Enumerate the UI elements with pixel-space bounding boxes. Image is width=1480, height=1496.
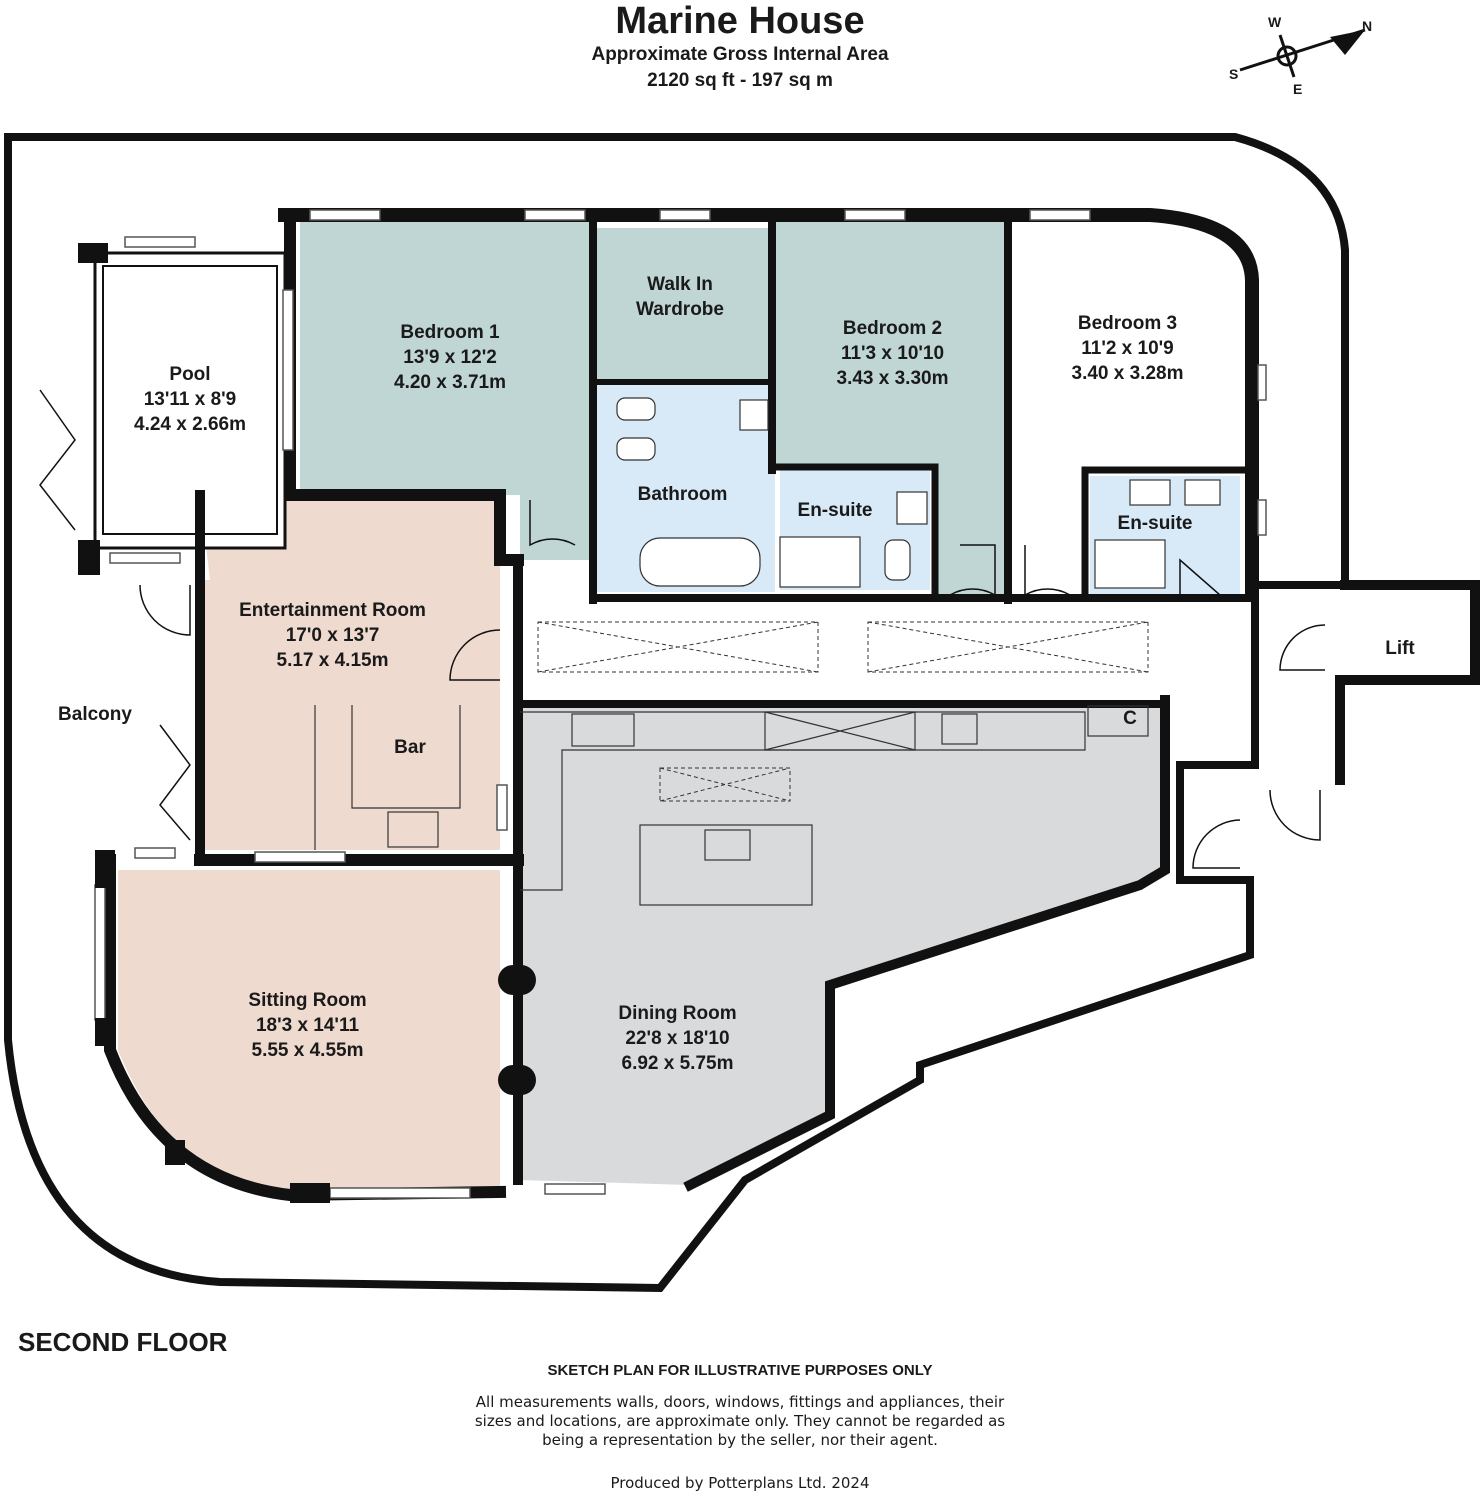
room-bedroom2-name: Bedroom 2 bbox=[842, 318, 943, 339]
room-sitting-metric: 5.55 x 4.55m bbox=[251, 1040, 364, 1061]
room-bedroom3: Bedroom 3 11'2 x 10'9 3.40 x 3.28m bbox=[1035, 311, 1220, 386]
room-pool-imperial: 13'11 x 8'9 bbox=[143, 389, 237, 410]
dining-fill bbox=[518, 708, 1165, 1185]
compass-s: S bbox=[1229, 66, 1239, 82]
room-dining-metric: 6.92 x 5.75m bbox=[621, 1053, 734, 1074]
entertainment-fill bbox=[195, 495, 500, 850]
room-entertainment-name: Entertainment Room bbox=[239, 600, 426, 621]
room-sitting: Sitting Room 18'3 x 14'11 5.55 x 4.55m bbox=[210, 988, 405, 1063]
room-wardrobe-line1: Walk In bbox=[647, 274, 713, 295]
doors bbox=[39, 389, 1326, 869]
room-bedroom3-imperial: 11'2 x 10'9 bbox=[1081, 338, 1174, 359]
room-entertainment-metric: 5.17 x 4.15m bbox=[276, 650, 389, 671]
room-pool-name: Pool bbox=[169, 364, 211, 385]
skylights bbox=[537, 621, 1149, 802]
wardrobe-fill bbox=[597, 228, 770, 385]
plan-title: Marine House bbox=[615, 0, 865, 42]
wall-piers bbox=[78, 243, 536, 1203]
kitchen bbox=[314, 705, 1149, 906]
room-bedroom1-name: Bedroom 1 bbox=[400, 322, 500, 343]
bedroom2-fill bbox=[775, 222, 1005, 600]
credit: Produced by Potterplans Ltd. 2024 bbox=[610, 1474, 870, 1492]
room-bedroom3-metric: 3.40 x 3.28m bbox=[1071, 363, 1184, 384]
room-bedroom1-metric: 4.20 x 3.71m bbox=[394, 372, 506, 393]
pool-inner bbox=[102, 265, 278, 535]
room-sitting-name: Sitting Room bbox=[248, 990, 367, 1011]
room-pool: Pool 13'11 x 8'9 4.24 x 2.66m bbox=[115, 362, 265, 437]
room-bedroom3-name: Bedroom 3 bbox=[1077, 313, 1178, 334]
room-bedroom1-imperial: 13'9 x 12'2 bbox=[403, 347, 497, 368]
sitting-fill bbox=[118, 870, 500, 1195]
room-balcony: Balcony bbox=[58, 704, 132, 725]
room-dining-name: Dining Room bbox=[618, 1003, 737, 1024]
terrace-outline bbox=[3, 133, 1349, 1293]
compass-e: E bbox=[1293, 81, 1303, 97]
room-ensuite2: En-suite bbox=[1117, 513, 1193, 534]
room-bedroom2-metric: 3.43 x 3.30m bbox=[836, 368, 949, 389]
room-sitting-imperial: 18'3 x 14'11 bbox=[255, 1015, 360, 1036]
room-dining-imperial: 22'8 x 18'10 bbox=[625, 1028, 730, 1049]
disclaimer-line3: being a representation by the seller, no… bbox=[542, 1431, 938, 1449]
windows bbox=[94, 209, 1267, 1199]
room-entertainment-imperial: 17'0 x 13'7 bbox=[285, 625, 380, 646]
room-cupboard: C bbox=[1123, 708, 1137, 729]
room-pool-metric: 4.24 x 2.66m bbox=[134, 414, 246, 435]
floor-label: SECOND FLOOR bbox=[18, 1327, 228, 1357]
compass-n: N bbox=[1362, 18, 1373, 34]
room-bar: Bar bbox=[394, 737, 426, 758]
disclaimer-heading: SKETCH PLAN FOR ILLUSTRATIVE PURPOSES ON… bbox=[547, 1362, 933, 1379]
room-bedroom2-imperial: 11'3 x 10'10 bbox=[840, 343, 945, 364]
room-bathroom: Bathroom bbox=[637, 484, 728, 505]
bedroom1-fill bbox=[300, 222, 595, 560]
room-bedroom2: Bedroom 2 11'3 x 10'10 3.43 x 3.30m bbox=[800, 316, 985, 391]
plan-area: 2120 sq ft - 197 sq m bbox=[647, 70, 833, 91]
room-entertainment: Entertainment Room 17'0 x 13'7 5.17 x 4.… bbox=[210, 598, 455, 673]
disclaimer-line1: All measurements walls, doors, windows, … bbox=[475, 1393, 1005, 1411]
room-ensuite1: En-suite bbox=[797, 500, 873, 521]
room-dining: Dining Room 22'8 x 18'10 6.92 x 5.75m bbox=[585, 1001, 770, 1076]
room-wardrobe-line2: Wardrobe bbox=[636, 299, 724, 320]
disclaimer-text: All measurements walls, doors, windows, … bbox=[440, 1393, 1040, 1450]
room-lift: Lift bbox=[1385, 638, 1415, 659]
bathroom-fixtures bbox=[616, 397, 1221, 589]
disclaimer-line2: sizes and locations, are approximate onl… bbox=[474, 1412, 1006, 1430]
room-bedroom1: Bedroom 1 13'9 x 12'2 4.20 x 3.71m bbox=[360, 320, 540, 395]
room-wardrobe: Walk In Wardrobe bbox=[600, 272, 760, 322]
compass-rose-icon bbox=[1239, 28, 1366, 78]
plan-subtitle: Approximate Gross Internal Area bbox=[591, 44, 889, 65]
compass-w: W bbox=[1268, 14, 1282, 30]
